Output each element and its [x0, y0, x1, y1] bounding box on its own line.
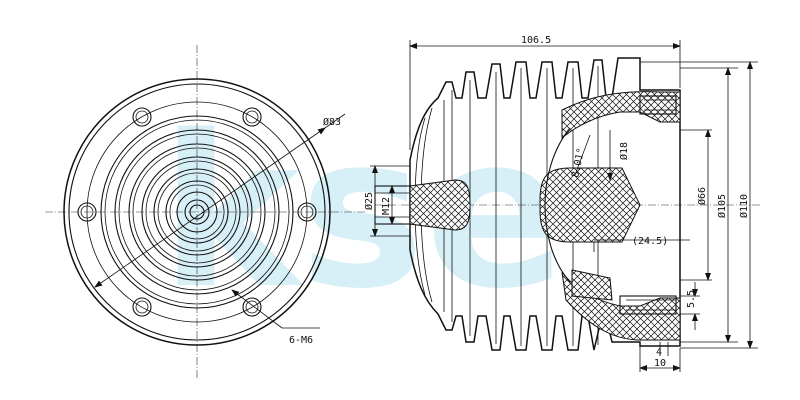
dia-18-label: Ø18 — [618, 142, 630, 160]
pitch-dia-dimension-line — [94, 127, 326, 288]
bolt-holes-leader — [231, 289, 283, 329]
insulator-sheds-outline — [409, 57, 681, 351]
bolt-hole — [132, 297, 152, 317]
dia-25-label: Ø25 — [363, 192, 375, 210]
dia-105-label: Ø105 — [716, 194, 728, 218]
depth-24-5-label: (24.5) — [632, 236, 668, 247]
bolt-hole — [132, 107, 152, 127]
left-stem-section — [409, 179, 471, 231]
top-insert-hole — [639, 95, 677, 115]
bottom-band-section — [571, 269, 613, 301]
bolt-hole — [242, 107, 262, 127]
overall-length-label: 106.5 — [521, 35, 551, 46]
right-body-section — [561, 91, 681, 140]
dia-110-label: Ø110 — [738, 194, 750, 218]
watermark: kse — [160, 90, 567, 335]
outer-flange-circle — [63, 78, 331, 346]
dim-10-label: 10 — [654, 358, 666, 369]
dia-66-label: Ø66 — [696, 187, 708, 205]
bolt-holes-label: 6-M6 — [289, 335, 313, 346]
watermark-text: kse — [160, 90, 567, 335]
m12-label: M12 — [381, 197, 392, 215]
bottom-insert-hole — [619, 295, 677, 315]
section-view: 106.5 Ø25 M12 Ø18 8.01° (24.5) Ø66 Ø105 — [363, 35, 760, 372]
central-core-section — [539, 167, 641, 243]
front-view: Ø83 6-M6 — [45, 45, 365, 380]
pitch-dia-label: Ø83 — [323, 116, 341, 128]
bolt-hole — [242, 297, 262, 317]
pitch-dia-leader — [324, 113, 346, 129]
bolt-holes — [77, 107, 317, 317]
dim-5-5-label: 5.5 — [686, 290, 697, 308]
cavity-contour — [544, 127, 571, 283]
dim-4-label: 4 — [656, 347, 662, 358]
